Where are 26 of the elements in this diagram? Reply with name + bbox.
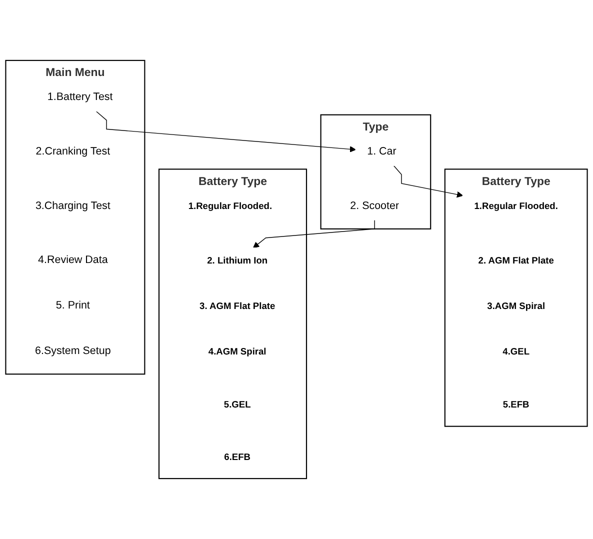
node-text: 2. Scooter — [350, 200, 400, 212]
node-text: 4.Review Data — [38, 254, 108, 266]
node-text: 1.Regular Flooded. — [188, 200, 272, 212]
node-text: 3. AGM Flat Plate — [200, 300, 276, 312]
arrow — [393, 165, 464, 198]
cluster — [320, 114, 432, 230]
node-text: 6.System Setup — [35, 344, 111, 357]
node-text: 5. Print — [56, 299, 90, 312]
node-text: 1.Regular Flooded. — [474, 200, 558, 212]
node-text: 3.AGM Spiral — [487, 300, 546, 312]
node-text: 2. AGM Flat Plate — [478, 255, 554, 266]
node-text: 1. Car — [367, 145, 396, 158]
node-text: 5.GEL — [224, 399, 251, 410]
cluster — [5, 60, 146, 375]
node-text: 6.EFB — [224, 451, 251, 462]
node-text: 4.GEL — [502, 346, 530, 357]
cluster — [158, 168, 308, 480]
arrow — [96, 110, 356, 152]
node-text: 5.EFB — [502, 399, 530, 410]
node-text: 1.Battery Test — [47, 90, 113, 104]
node-text: 2. Lithium Ion — [207, 255, 268, 266]
node-text: 3.Charging Test — [35, 200, 110, 212]
cluster — [444, 168, 588, 427]
node-text: 4.AGM Spiral — [208, 346, 266, 357]
arrow — [252, 220, 375, 248]
node-text: 2.Cranking Test — [36, 145, 110, 158]
